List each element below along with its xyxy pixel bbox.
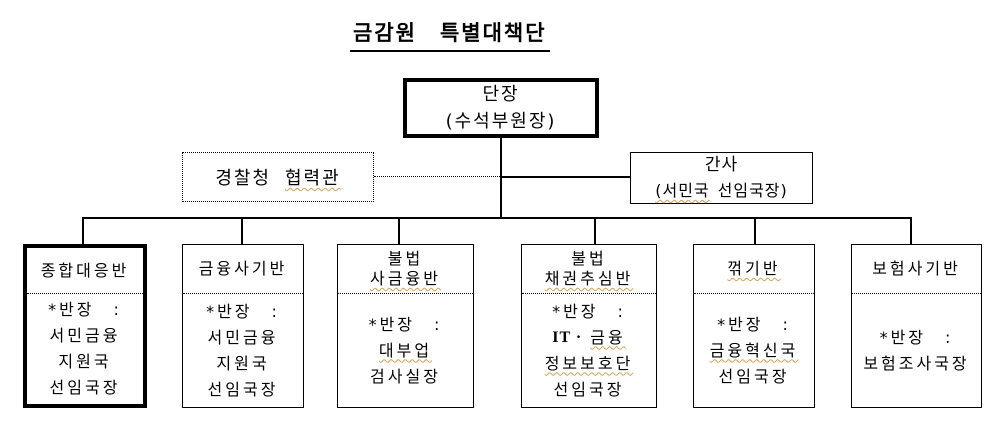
leader-title: 단장: [482, 84, 520, 105]
body-line: *반장 :: [48, 300, 122, 319]
team-title: 꺾기반: [727, 259, 781, 278]
team-body: *반장 : IT · 금융 정보보호단 선임국장: [522, 294, 656, 407]
leader-box: 단장 (수석부원장): [403, 78, 599, 138]
team-title: 금융사기반: [198, 259, 288, 278]
team-body: *반장 : 보험조사국장: [852, 294, 981, 407]
team-title: 보험사기반: [872, 259, 961, 278]
body-line: IT · 금융: [552, 325, 625, 351]
body-line: *반장 :: [879, 327, 954, 347]
team-title: 불법: [387, 249, 424, 268]
body-line: 선임국장: [553, 379, 625, 399]
body-line: 지원국: [216, 353, 270, 373]
connector-drop-2: [241, 219, 243, 244]
team-title: 종합대응반: [40, 260, 130, 280]
body-line: 서민금융: [207, 327, 279, 347]
team-box-illegal-private-finance: 불법 사금융반 *반장 : 대부업 검사실장: [337, 244, 474, 408]
team-box-illegal-debt-collection: 불법 채권추심반 *반장 : IT · 금융 정보보호단 선임국장: [521, 244, 657, 408]
connector-drop-4: [594, 219, 596, 244]
team-title-line2: 채권추심반: [544, 269, 634, 288]
body-line: 선임국장: [207, 379, 279, 399]
team-title-line2: 사금융반: [370, 269, 441, 288]
body-line-segment: 금융: [590, 327, 626, 347]
body-line: 보험조사국장: [863, 353, 970, 373]
secretary-rank: 선임국장): [717, 181, 788, 200]
body-line: 검사실장: [370, 366, 441, 386]
team-header: 보험사기반: [852, 245, 981, 293]
chart-title: 금감원 특별대책단: [350, 17, 550, 52]
team-title: 불법: [571, 249, 607, 268]
team-header: 꺾기반: [694, 245, 814, 293]
body-line: 선임국장: [49, 378, 121, 397]
connector-drop-3: [398, 219, 400, 244]
team-header: 금융사기반: [183, 245, 303, 293]
police-liaison-box: 경찰청 협력관: [182, 152, 374, 202]
connector-center-vertical: [500, 138, 502, 219]
connector-span-horizontal: [82, 217, 912, 219]
connector-drop-1: [82, 219, 84, 244]
team-header: 불법 채권추심반: [522, 245, 656, 293]
team-body: *반장 : 대부업 검사실장: [338, 294, 473, 407]
team-divider: [27, 293, 143, 294]
body-line: *반장 :: [552, 301, 626, 321]
liaison-label: 협력관: [285, 168, 341, 189]
body-line: 선임국장: [718, 366, 790, 386]
body-line: 서민금융: [49, 326, 121, 345]
secretary-subtitle: (서민국 선임국장): [655, 178, 788, 203]
body-line: 지원국: [58, 352, 112, 371]
team-divider: [522, 293, 656, 294]
connector-secretary-line: [500, 176, 630, 178]
team-body: *반장 : 서민금융 지원국 선임국장: [27, 294, 143, 404]
team-box-financial-fraud: 금융사기반 *반장 : 서민금융 지원국 선임국장: [182, 244, 304, 408]
team-box-comprehensive-response: 종합대응반 *반장 : 서민금융 지원국 선임국장: [23, 244, 147, 408]
connector-drop-5: [754, 219, 756, 244]
team-box-coercive-tying: 꺾기반 *반장 : 금융혁신국 선임국장: [693, 244, 815, 408]
body-line: 금융혁신국: [709, 340, 799, 360]
secretary-title: 간사: [704, 155, 739, 175]
team-divider: [694, 293, 814, 294]
team-box-insurance-fraud: 보험사기반 *반장 : 보험조사국장: [851, 244, 982, 408]
team-header: 불법 사금융반: [338, 245, 473, 293]
connector-police-dotted-line: [374, 176, 500, 177]
team-body: *반장 : 금융혁신국 선임국장: [694, 294, 814, 407]
body-line: *반장 :: [717, 314, 791, 334]
it-label: IT ·: [552, 328, 583, 346]
secretary-name: (서민국: [655, 181, 710, 200]
team-divider: [183, 293, 303, 294]
body-line: 대부업: [378, 340, 433, 360]
team-body: *반장 : 서민금융 지원국 선임국장: [183, 294, 303, 407]
body-line: 정보보호단: [544, 353, 634, 373]
connector-drop-6: [910, 219, 912, 244]
leader-subtitle: (수석부원장): [445, 111, 557, 132]
secretary-box: 간사 (서민국 선임국장): [630, 152, 813, 204]
body-line: *반장 :: [206, 301, 280, 321]
team-divider: [338, 293, 473, 294]
body-line: *반장 :: [368, 314, 443, 334]
police-label: 경찰청: [215, 168, 271, 189]
team-divider: [852, 293, 981, 294]
team-header: 종합대응반: [27, 248, 143, 293]
